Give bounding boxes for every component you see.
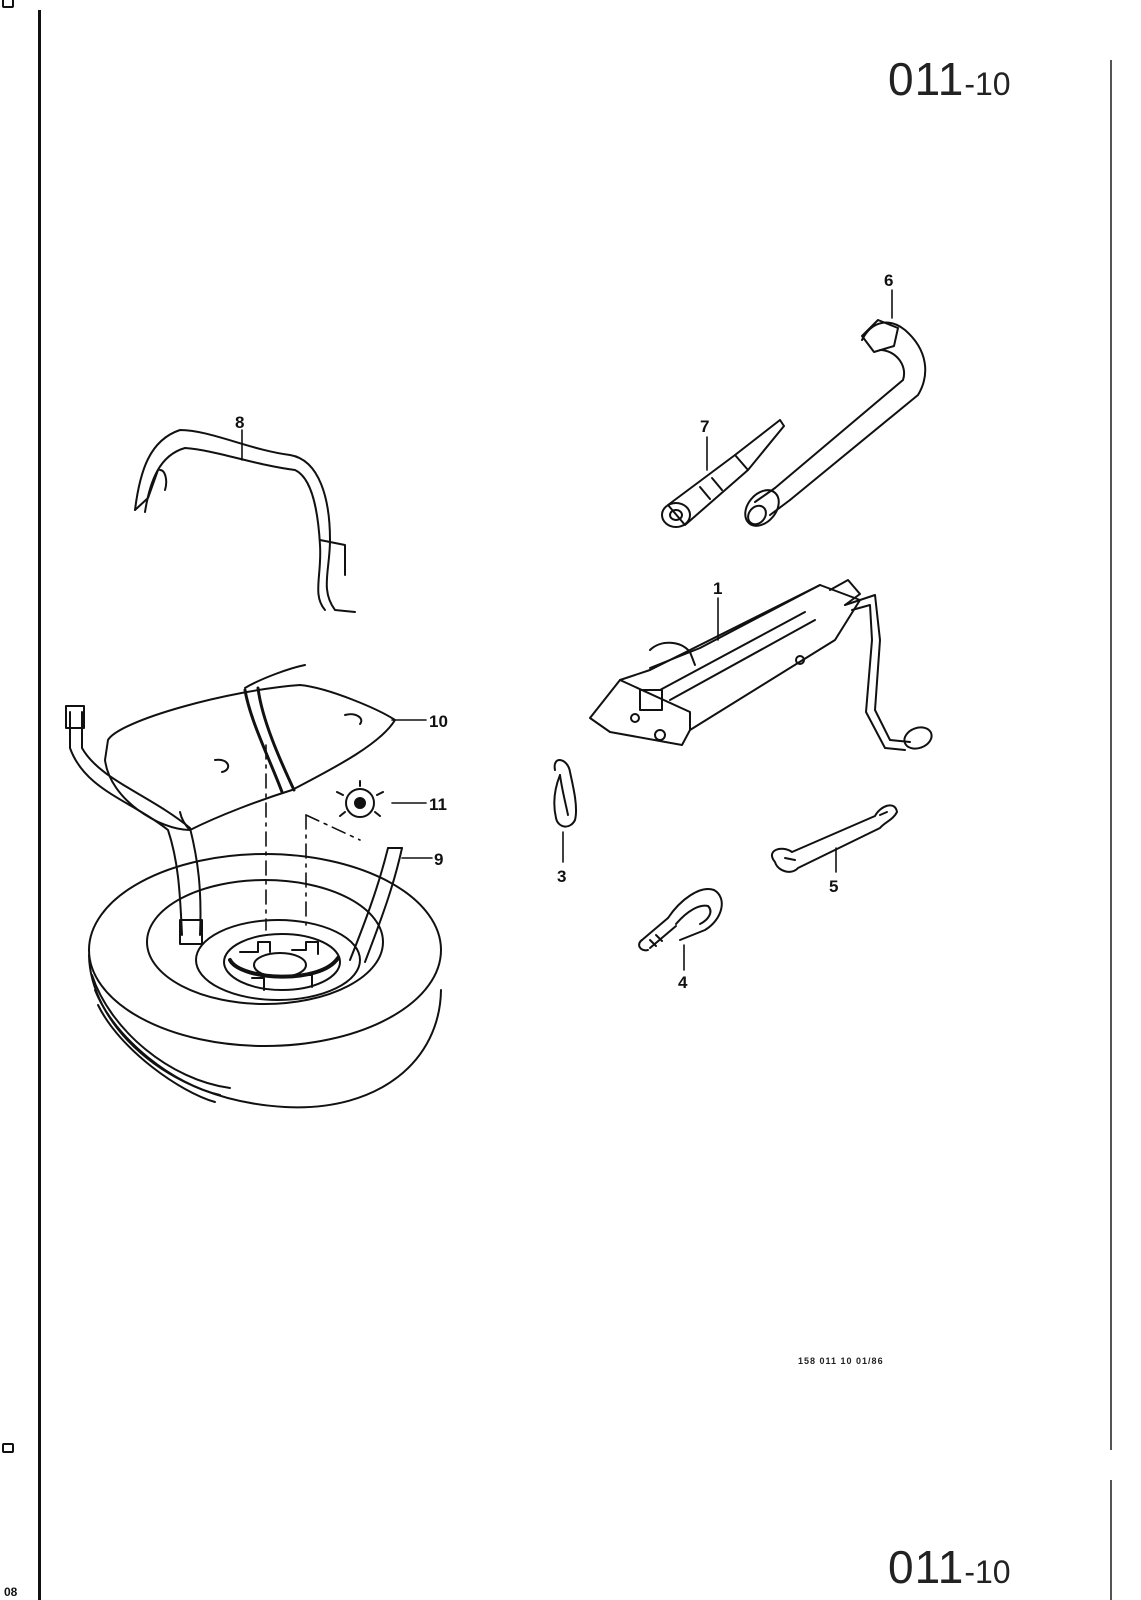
callout-5: 5 — [829, 877, 838, 896]
callout-8: 8 — [235, 413, 244, 432]
callout-3: 3 — [557, 867, 566, 886]
callout-11: 11 — [429, 795, 447, 814]
page-number-main: 011 — [888, 53, 965, 105]
page-number-top: 011-10 — [888, 52, 1011, 106]
catalog-reference: 158 011 10 01/86 — [798, 1356, 884, 1366]
callout-10: 10 — [429, 712, 448, 731]
right-margin-line — [1110, 60, 1112, 1450]
right-margin-line-lower — [1110, 1480, 1112, 1600]
left-margin-line — [38, 10, 41, 1600]
wing-nut-illustration — [336, 780, 384, 818]
page-number-suffix: -10 — [964, 66, 1011, 102]
callout-7: 7 — [700, 417, 709, 436]
page-number-bottom: 011-10 — [888, 1540, 1011, 1594]
page-number-main: 011 — [888, 1541, 965, 1593]
clip-illustration — [553, 759, 578, 828]
wrench-illustration — [771, 804, 898, 873]
tool-bag-illustration — [104, 664, 396, 831]
leader-lines — [241, 289, 893, 971]
spare-wheel-illustration — [88, 853, 442, 1109]
jack-illustration — [589, 579, 933, 751]
square-mark-icon — [2, 0, 14, 8]
page-number-suffix: -10 — [964, 1554, 1011, 1590]
wheel-brace-illustration — [744, 319, 927, 527]
strap-bracket-illustration — [134, 429, 356, 613]
square-mark-icon — [2, 1443, 14, 1453]
callout-9: 9 — [434, 850, 443, 869]
callout-4: 4 — [678, 973, 688, 992]
corner-text: 08 — [4, 1585, 18, 1599]
tensioning-strap-illustration — [65, 705, 403, 963]
callout-1: 1 — [713, 579, 722, 598]
callout-6: 6 — [884, 271, 893, 290]
screwdriver-illustration — [661, 419, 785, 528]
assembly-lines — [265, 744, 361, 931]
towing-eye-illustration — [638, 888, 723, 952]
